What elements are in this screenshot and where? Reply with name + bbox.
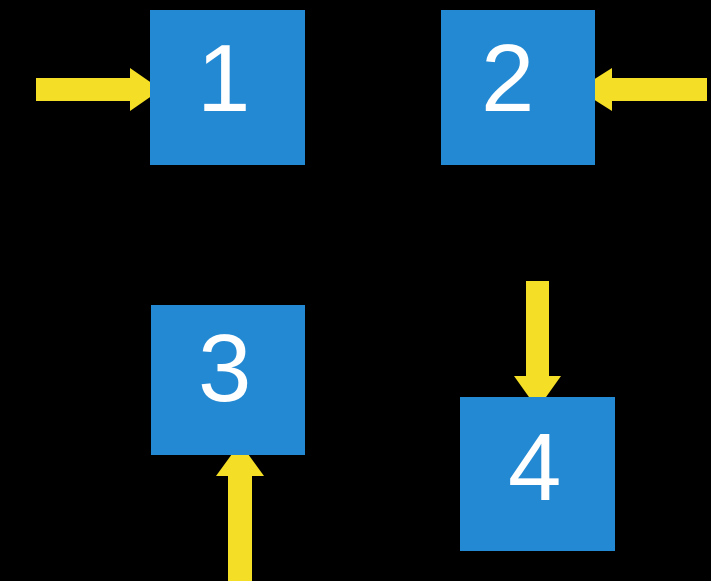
node-box-4[interactable] (460, 397, 615, 551)
node-box-3[interactable] (151, 305, 305, 455)
arrow-right-shape (36, 68, 161, 111)
arrow-up-shape (216, 443, 264, 581)
arrow-down-shape (514, 281, 561, 409)
node-label-4: 4 (508, 414, 562, 521)
arrow-left-shape (578, 68, 707, 111)
node-box-1[interactable] (150, 10, 305, 165)
node-label-3: 3 (198, 315, 252, 422)
arrow-left-into-box-2 (578, 68, 707, 111)
arrow-right-into-box-1 (36, 68, 161, 111)
node-label-1: 1 (197, 25, 251, 132)
arrow-down-into-box-4 (514, 281, 561, 409)
node-box-2[interactable] (441, 10, 595, 165)
arrow-up-into-box-3 (216, 443, 264, 581)
node-label-2: 2 (481, 25, 535, 132)
